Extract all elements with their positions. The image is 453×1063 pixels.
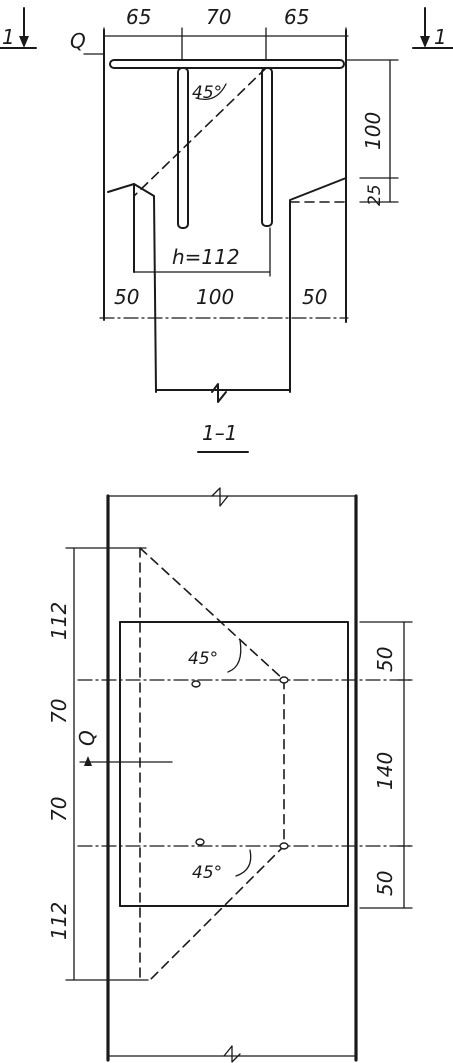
angle-line-top [133,67,267,197]
dim-right-small: 25 [365,184,385,206]
angle-label-top: 45° [192,83,222,103]
left-flange [107,183,157,393]
break-mark-top [211,383,227,403]
rib-left [177,67,189,229]
dim-top-mid: 70 [206,5,231,29]
dim-top-left: 65 [126,5,151,29]
top-plate [109,59,345,69]
hole-lower [195,838,205,846]
section-mark-left-label: 1 [2,25,15,49]
dim-bottom-mid: 100 [196,285,234,309]
dim-right-height: 100 [361,112,385,150]
angle-arc-top [195,83,227,101]
bottom-view: 45° 45° 112 70 Q 70 112 50 140 50 [47,487,413,1063]
angle-label-upper: 45° [188,649,218,669]
hole-lower-right [279,842,289,850]
rib-right [261,67,273,227]
dim-right-top: 50 [373,647,397,672]
dim-left-top: 112 [47,602,71,640]
dim-right-bottom: 50 [373,871,397,896]
section-mark-right: 1 [412,7,453,49]
section-mark-left: 1 [0,7,37,49]
angle-arc-upper [227,639,242,673]
section-title-group: 1–1 [197,421,249,453]
load-arrow-bottom [84,756,92,766]
bottom-dimension-chain: 50 100 50 [99,285,349,319]
weld-label: h=112 [172,245,240,269]
base-plate [119,621,349,907]
break-mark-lower [223,1045,241,1063]
angle-label-lower: 45° [192,863,222,883]
break-mark-upper [211,487,229,507]
dim-left-mid-bottom: 70 [47,797,71,822]
dim-right-mid: 140 [373,752,397,790]
dim-left-bottom: 112 [47,902,71,940]
load-label-top: Q [70,29,86,53]
dim-bottom-left: 50 [114,285,139,309]
right-flange [289,177,347,393]
hole-upper [191,680,201,688]
load-label-bottom: Q [75,730,99,746]
left-dimension-chain: 112 70 Q 70 112 [47,547,149,981]
section-title: 1–1 [202,421,237,445]
angle-arc-lower [235,849,252,877]
dim-top-right: 65 [284,5,309,29]
right-dimension-chain-bottom: 50 140 50 [359,621,413,909]
dim-left-mid-top: 70 [47,699,71,724]
bracket-outline [139,547,285,983]
dim-bottom-right: 50 [302,285,327,309]
section-mark-right-label: 1 [434,25,447,49]
hole-upper-right [279,676,289,684]
top-view: 1 1 Q 65 70 65 [0,5,453,403]
top-dimension-chain: 65 70 65 [103,5,349,61]
right-dimension-chain: 100 25 [345,59,399,206]
